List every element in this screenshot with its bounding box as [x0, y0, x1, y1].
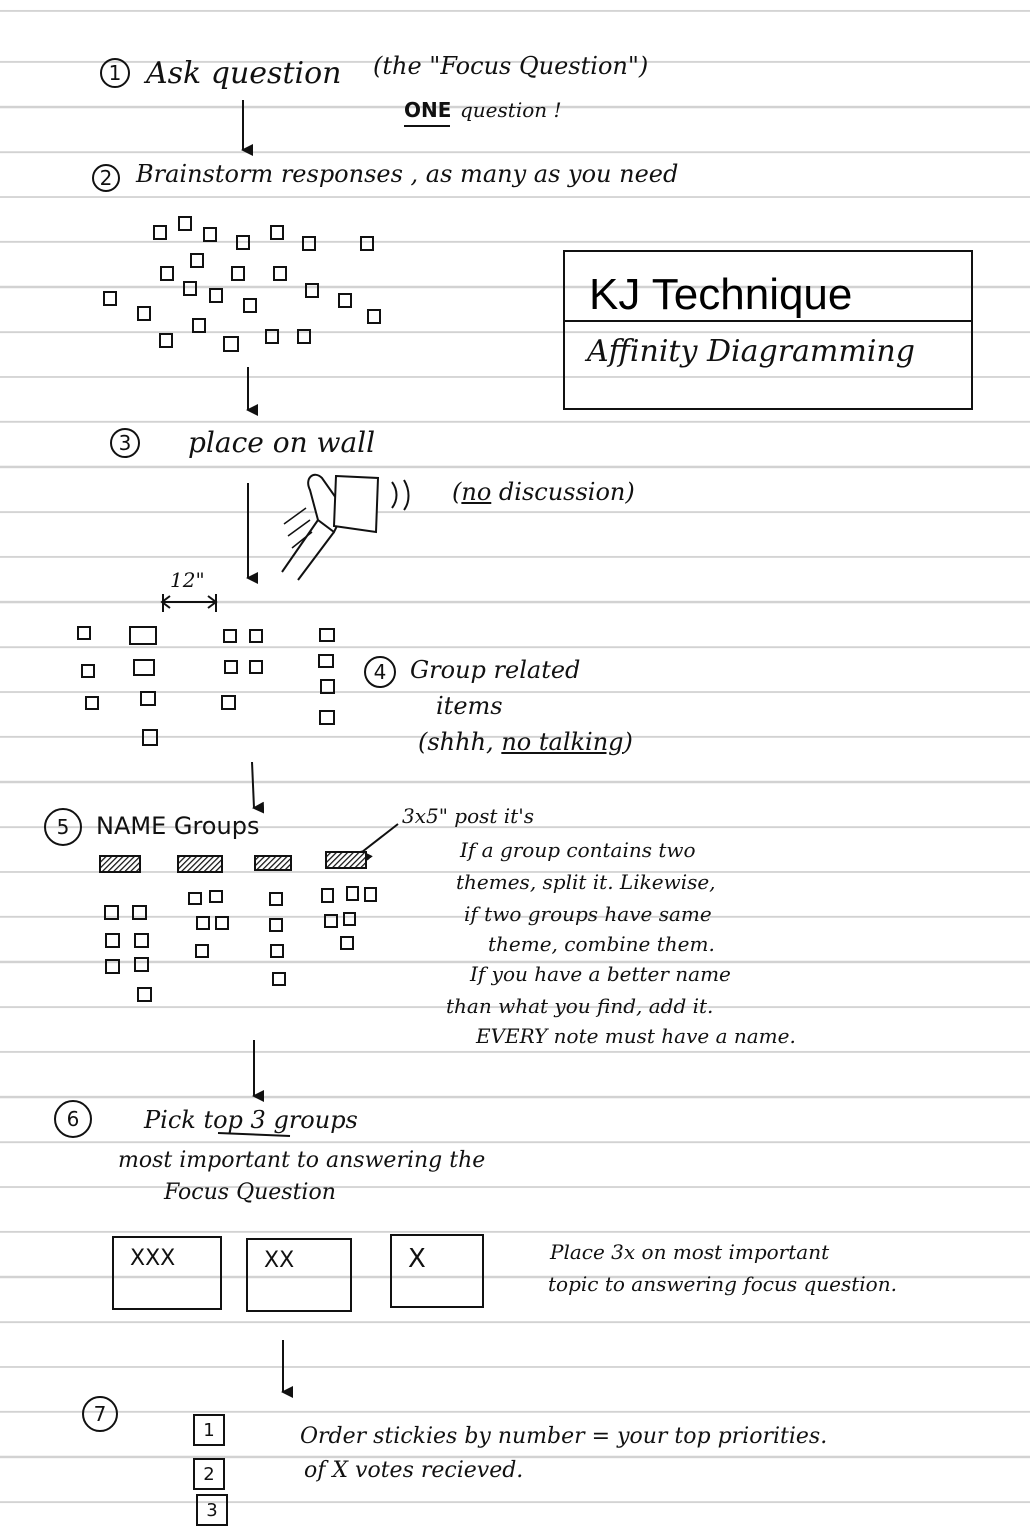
step-3-text: place on wall: [188, 426, 376, 459]
step-6-number: 6: [54, 1100, 92, 1138]
step-2-number: 2: [92, 164, 120, 192]
step-3-note-underline: no: [461, 478, 492, 506]
step-1-text: Ask question: [146, 56, 342, 91]
rank-box-1: 1: [193, 1414, 225, 1446]
top3-underline: [217, 1132, 291, 1137]
step-3-number: 3: [110, 428, 140, 458]
wall-stickies: [77, 626, 335, 746]
step-3-note-open: (: [452, 478, 462, 506]
step-6-text-post: groups: [273, 1106, 358, 1134]
step-1-note-bold: ONE: [404, 98, 452, 122]
step-6-text2: most important to answering the: [118, 1148, 486, 1173]
step-5-note-line-5: If you have a better name: [470, 962, 731, 986]
vote-group-box-3: X: [390, 1234, 484, 1308]
spacing-label: 12": [170, 568, 205, 592]
title-sub: Affinity Diagramming: [587, 334, 915, 369]
step-5-note-line-1: If a group contains two: [460, 838, 696, 862]
step-7-note-line-1: Order stickies by number = your top prio…: [300, 1424, 828, 1449]
flow-arrows: [241, 100, 399, 1398]
step-5-note-line-6: than what you find, add it.: [446, 994, 714, 1018]
step-4-note-underline: no talking: [501, 728, 624, 756]
step-4-text: Group related: [410, 656, 581, 684]
step-5-text: NAME Groups: [96, 812, 260, 840]
step-4-note-post: ): [623, 728, 633, 756]
title-main: KJ Technique: [589, 270, 853, 319]
step-5-note-line-7: EVERY note must have a name.: [476, 1024, 796, 1048]
step-2-text: Brainstorm responses , as many as you ne…: [136, 160, 679, 188]
step-6-text-top3: top 3: [203, 1106, 266, 1134]
spacing-dimension: [160, 594, 218, 612]
title-box: KJ Technique Affinity Diagramming: [563, 250, 973, 410]
step-6-text3: Focus Question: [164, 1180, 336, 1205]
vote-marks-2: XX: [264, 1248, 295, 1273]
vote-marks-1: XXX: [130, 1246, 176, 1271]
arrow-4-to-5: [251, 761, 265, 814]
step-6-text-pre: Pick: [144, 1106, 196, 1134]
step-4-number: 4: [364, 656, 396, 688]
step-7-note-line-2: of X votes recieved.: [304, 1458, 524, 1483]
annotation-arrow: [360, 823, 399, 864]
step-4-note-pre: (shhh,: [418, 728, 494, 756]
step-5-note-line-3: if two groups have same: [464, 902, 712, 926]
named-group-stickies: [104, 886, 377, 1002]
step-6-text: Pick top 3 groups: [144, 1106, 358, 1134]
step-7-number: 7: [82, 1396, 118, 1432]
step-3-note-rest: discussion): [498, 478, 635, 506]
named-group-headers: [99, 851, 367, 873]
title-divider: [565, 320, 971, 322]
vote-group-box-2: XX: [246, 1238, 352, 1312]
step-5-number: 5: [44, 808, 82, 846]
rank-box-2: 2: [193, 1458, 225, 1490]
step-6-note-line-1: Place 3x on most important: [550, 1240, 830, 1264]
step-4-note: (shhh, no talking): [418, 728, 633, 756]
vote-marks-3: X: [408, 1244, 426, 1274]
step-5-annotation: 3x5" post it's: [402, 804, 534, 828]
step-4-text2: items: [436, 692, 503, 720]
step-1-note: (the "Focus Question"): [373, 52, 649, 80]
rank-box-3: 3: [196, 1494, 228, 1526]
step-6-note-line-2: topic to answering focus question.: [548, 1272, 897, 1296]
step-5-note-line-2: themes, split it. Likewise,: [456, 870, 716, 894]
step-3-note: (no discussion): [452, 478, 635, 506]
hand-placing-sticky-icon: [281, 473, 410, 581]
step-5-note-line-4: theme, combine them.: [488, 932, 715, 956]
brainstorm-stickies: [103, 216, 381, 352]
step-1-note-rest: question !: [460, 98, 562, 122]
step-1-number: 1: [100, 58, 130, 88]
vote-group-box-1: XXX: [112, 1236, 222, 1310]
